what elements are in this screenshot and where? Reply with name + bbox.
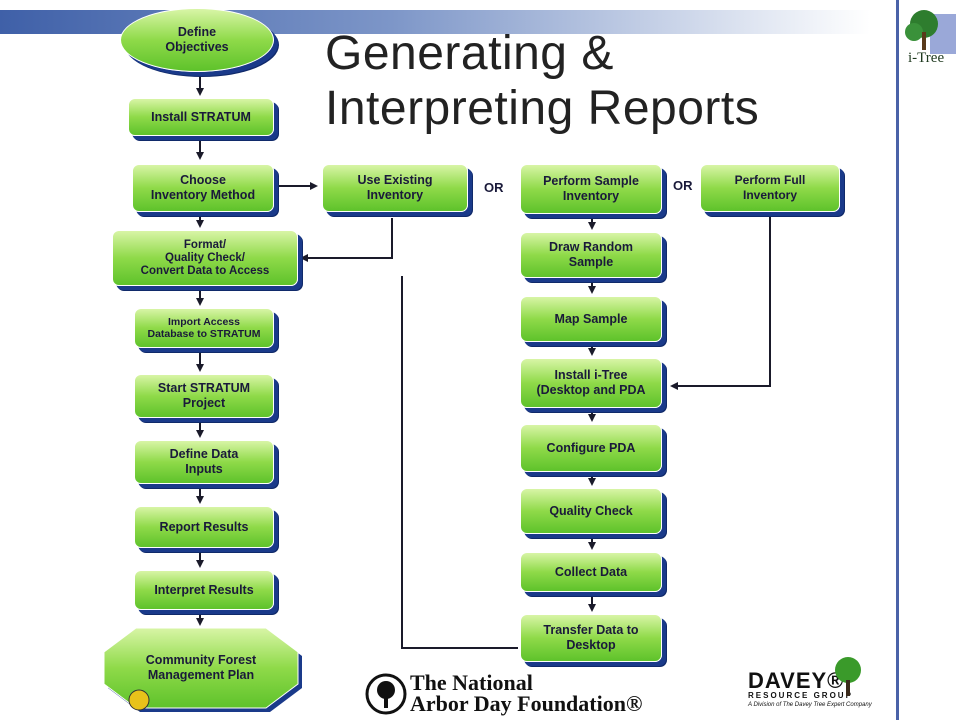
or-label-2: OR <box>673 178 693 193</box>
arbor-day-logo-text: The National Arbor Day Foundation® <box>410 670 643 716</box>
arrow-full-to-install <box>670 216 771 390</box>
define-objectives-node: Define Objectives <box>120 8 274 72</box>
perform-full-inventory-node: Perform Full Inventory <box>700 164 840 212</box>
map-sample-node: Map Sample <box>520 296 662 342</box>
collect-data-node: Collect Data <box>520 552 662 592</box>
start-stratum-project-node: Start STRATUM Project <box>134 374 274 418</box>
seal-icon <box>128 689 150 711</box>
draw-random-sample-node: Draw Random Sample <box>520 232 662 278</box>
page-title: Generating & Interpreting Reports <box>325 27 760 135</box>
use-existing-inventory-node: Use Existing Inventory <box>322 164 468 212</box>
configure-pda-node: Configure PDA <box>520 424 662 472</box>
line-transfer-to-define <box>401 276 518 649</box>
report-results-node: Report Results <box>134 506 274 548</box>
install-itree-node: Install i-Tree (Desktop and PDA <box>520 358 662 408</box>
itree-logo-text: i-Tree <box>908 50 945 66</box>
interpret-results-node: Interpret Results <box>134 570 274 610</box>
itree-logo-icon <box>905 10 956 54</box>
choose-inventory-method-node: Choose Inventory Method <box>132 164 274 212</box>
davey-logo-sub: RESOURCE GROUP <box>748 691 853 700</box>
davey-logo-tagline: A Division of The Davey Tree Expert Comp… <box>748 702 872 708</box>
import-access-node: Import Access Database to STRATUM <box>134 308 274 348</box>
arrow-existing-to-format <box>300 218 393 262</box>
define-data-inputs-node: Define Data Inputs <box>134 440 274 484</box>
davey-tree-icon <box>835 657 861 696</box>
community-forest-plan-node: Community Forest Management Plan <box>145 653 257 682</box>
install-stratum-node: Install STRATUM <box>128 98 274 136</box>
or-label-1: OR <box>484 180 504 195</box>
quality-check-node: Quality Check <box>520 488 662 534</box>
perform-sample-inventory-node: Perform Sample Inventory <box>520 164 662 214</box>
transfer-data-node: Transfer Data to Desktop <box>520 614 662 662</box>
vertical-rule <box>896 0 899 720</box>
davey-logo-text: DAVEY® <box>748 668 845 693</box>
format-quality-convert-node: Format/ Quality Check/ Convert Data to A… <box>112 230 298 286</box>
arbor-day-logo-icon <box>365 673 407 715</box>
